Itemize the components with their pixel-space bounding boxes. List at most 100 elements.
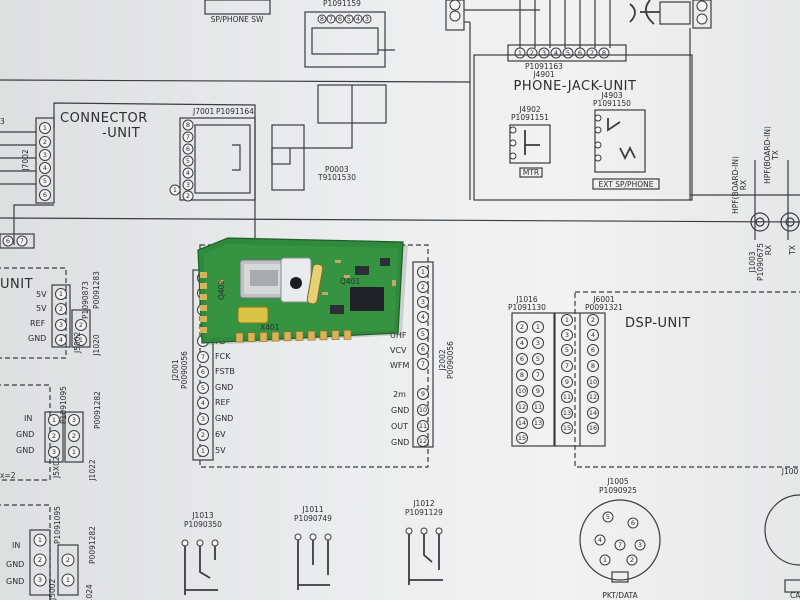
- pin-dot: [417, 266, 429, 278]
- pin-number: 11: [563, 393, 571, 401]
- pin-dot: [587, 376, 599, 388]
- pin-dot: [561, 360, 573, 372]
- pin-dot: [182, 179, 194, 191]
- pin-number: 10: [518, 387, 526, 395]
- module-left-signal-5: REF: [215, 398, 231, 407]
- pin-dot: [599, 554, 611, 566]
- j4901-part: P1091163: [525, 62, 563, 71]
- phone-jack-unit: PHONE-JACK-UNIT J4902 P1091151 MTR J4903…: [473, 54, 693, 201]
- j4901-id: J4901: [532, 70, 555, 79]
- p0003-connector: P0003 T9101530: [271, 84, 387, 191]
- pin-number: 6: [421, 345, 425, 353]
- left-bottom-pin-1: IN: [12, 541, 20, 550]
- pin-number: 2: [520, 323, 524, 331]
- j1011-jack: J1011 P1090749: [294, 505, 332, 590]
- pin-number: 5: [566, 49, 570, 57]
- pin-number: 2: [59, 305, 63, 313]
- pin-number: 3: [72, 416, 76, 424]
- pin-dot: [39, 189, 51, 201]
- j7001-id: J7001: [192, 107, 215, 116]
- pin-dot: [561, 329, 573, 341]
- pin-dot: [182, 167, 194, 179]
- pin-number: 1: [79, 336, 83, 344]
- pin-dot: [587, 329, 599, 341]
- pin-dot: [417, 281, 429, 293]
- j2002-id: J2002: [438, 349, 447, 372]
- pin-number: 1: [201, 447, 205, 455]
- pin-dot: [417, 435, 429, 447]
- pin-number: 5: [186, 157, 190, 165]
- svg-text:3: 3: [0, 117, 5, 126]
- pin-number: 7: [329, 15, 333, 23]
- pin-dot: [68, 430, 80, 442]
- sp-phone-sw-label: SP/PHONE SW: [211, 15, 264, 24]
- pin-number: 4: [43, 164, 47, 172]
- pin-number: 2: [79, 321, 83, 329]
- pin-number: 5: [536, 355, 540, 363]
- phone-jack-feed-lines: [519, 0, 611, 48]
- pin-dot: [197, 445, 209, 457]
- pin-number: 2: [201, 431, 205, 439]
- pin-number: 4: [598, 536, 602, 544]
- pin-number: 2: [52, 432, 56, 440]
- rx-label: RX: [764, 245, 773, 255]
- pin-number: 1: [38, 536, 42, 544]
- module-right-signal-2: VCV: [390, 346, 407, 355]
- pin-number: 12: [419, 437, 427, 445]
- pin-number: 4: [421, 313, 425, 321]
- pin-number: 4: [554, 49, 558, 57]
- pin-number: 7: [201, 353, 205, 361]
- left-bottom-header-part: P1091095: [53, 506, 62, 544]
- pin-number: 6: [43, 191, 47, 199]
- left-unit-header-id: J5002: [73, 331, 82, 354]
- left-unit-pin-4: GND: [28, 334, 46, 343]
- edge-pad: [283, 331, 292, 342]
- j1013-id: J1013: [191, 511, 214, 520]
- module-left-signal-3: FSTB: [215, 367, 235, 376]
- left-unit-pin-2: 5V: [36, 304, 47, 313]
- module-right-signal-5: GND: [391, 406, 409, 415]
- edge-pad: [200, 305, 207, 311]
- pin-number: 3: [59, 321, 63, 329]
- pin-dot: [516, 432, 528, 444]
- pin-dot: [561, 314, 573, 326]
- j4903-caption: EXT SP/PHONE: [599, 180, 654, 189]
- left-unit-pin-1: 5V: [36, 290, 47, 299]
- j1013-jack: J1013 P1090350: [181, 511, 222, 595]
- hpf-label-2: RX: [739, 180, 748, 190]
- pin-number: 1: [43, 124, 47, 132]
- pin-number: 2: [591, 316, 595, 324]
- pin-number: 3: [565, 331, 569, 339]
- pin-number: 1: [52, 416, 56, 424]
- j100x-din: J100 CA: [764, 467, 800, 600]
- j100x-caption: CA: [790, 591, 800, 600]
- left-unit-right-part: P0091283: [92, 271, 101, 309]
- pcb-module: X401 Q401 Q402: [197, 237, 408, 345]
- j2002-part: P0090056: [446, 341, 455, 379]
- pin-dot: [532, 369, 544, 381]
- svg-text:7: 7: [20, 237, 24, 245]
- pin-number: 7: [565, 362, 569, 370]
- pin-number: 5: [347, 15, 351, 23]
- pin-dot: [417, 311, 429, 323]
- pin-dot: [39, 136, 51, 148]
- pin-dot: [182, 143, 194, 155]
- pin-number: 10: [419, 406, 427, 414]
- pin-number: 11: [534, 403, 542, 411]
- pin-dot: [33, 573, 47, 587]
- j4902-part: P1091151: [511, 113, 549, 122]
- j1016-part: P1091130: [508, 303, 546, 312]
- pin-dot: [61, 573, 75, 587]
- pin-number: 7: [421, 360, 425, 368]
- pin-number: 1: [173, 186, 177, 194]
- pin-dot: [627, 517, 639, 529]
- pin-number: 4: [201, 399, 205, 407]
- pin-number: 3: [536, 339, 540, 347]
- j4902-id: J4902: [518, 105, 541, 114]
- pin-dot: [55, 303, 67, 315]
- pin-dot: [587, 422, 599, 434]
